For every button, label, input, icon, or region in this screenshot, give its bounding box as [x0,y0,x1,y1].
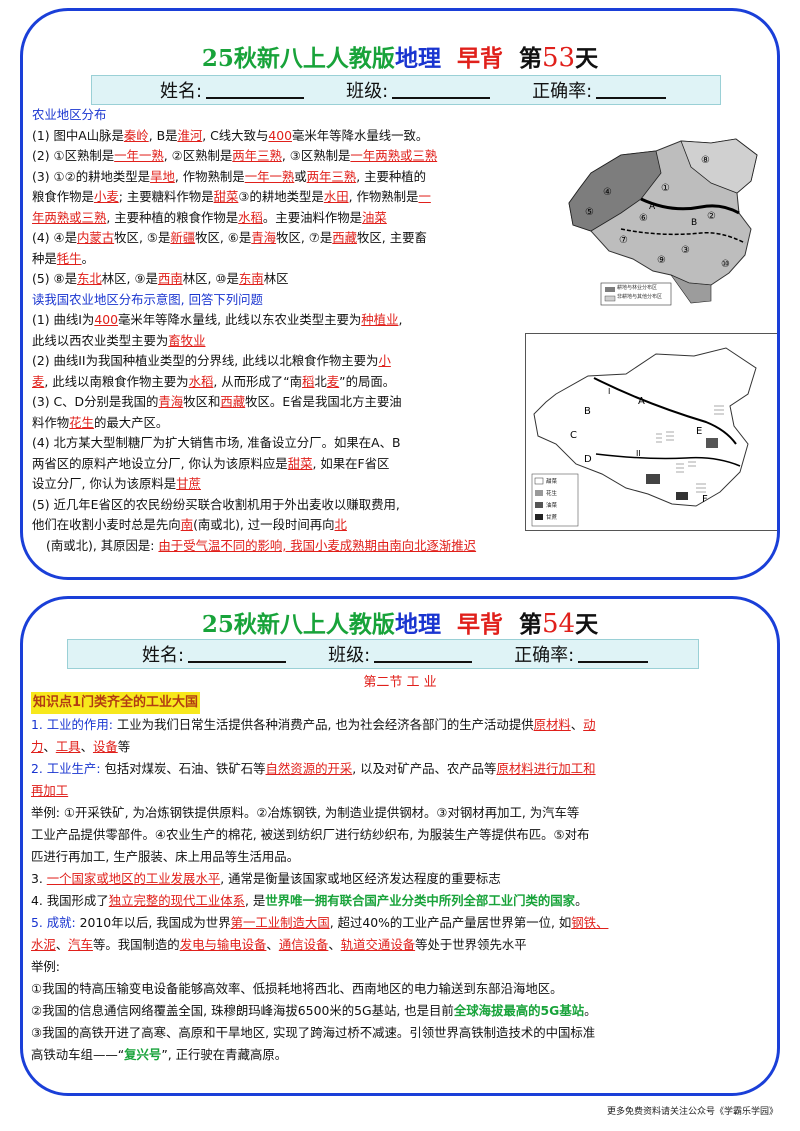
p1-line-2: 此线以西农业类型主要为畜牧业 [32,332,206,348]
map2-legend-3: 油菜 [546,503,558,509]
map1-legend-2: 非耕地与其他分布区 [617,294,663,300]
name-blank[interactable] [188,645,287,663]
e2-line: ②我国的信息通信网络覆盖全国, 珠穆朗玛峰海拔6500米的5G基站, 也是目前全… [31,1003,597,1018]
day54-name-bar: 姓名: 班级: 正确率: [67,639,699,669]
k4-line: 4. 我国形成了独立完整的现代工业体系, 是世界唯一拥有联合国产业分类中所列全部… [31,893,588,908]
rate-blank[interactable] [596,81,667,99]
k5-line-1: 5. 成就: 2010年以后, 我国成为世界第一工业制造大国, 超过40%的工业… [31,915,609,930]
svg-text:II: II [636,449,641,458]
p4-line-2: 两省区的原料产地设立分厂, 你认为该原料应是甜菜, 如果在F省区 [32,455,390,471]
day54-card: 25秋新八上人教版地理 早背 第54天 姓名: 班级: 正确率: 第二节 工 业… [20,596,780,1096]
rate-label: 正确率: [514,645,575,666]
day54-body: 知识点1门类齐全的工业大国 1. 工业的作用: 工业为我们日常生活提供各种消费产… [31,691,777,1066]
ex-line-2: 工业产品提供零部件。④农业生产的棉花, 被送到纺织厂进行纺纱织布, 为服装生产等… [31,827,590,842]
svg-text:F: F [702,494,708,505]
q2-line: (2) ①区熟制是一年一熟, ②区熟制是两年三熟, ③区熟制是一年两熟或三熟 [32,148,438,163]
svg-text:②: ② [707,211,716,222]
svg-text:⑧: ⑧ [701,155,710,166]
map2-legend-1: 甜菜 [546,479,558,485]
k1-line-1: 1. 工业的作用: 工业为我们日常生活提供各种消费产品, 也为社会经济各部门的生… [31,717,596,732]
map2-legend-2: 花生 [546,491,558,497]
svg-text:⑥: ⑥ [639,213,648,224]
p5-line-3: (南或北), 其原因是: 由于受气温不同的影响, 我国小麦成熟期由南向北逐渐推迟 [46,537,477,553]
svg-text:⑨: ⑨ [657,255,666,266]
section-heading: 第二节 工 业 [363,675,437,690]
p5-line-1: (5) 近几年E省区的农民纷纷买联合收割机用于外出麦收以赚取费用, [32,496,400,512]
svg-text:B: B [691,218,697,228]
svg-text:C: C [570,430,577,441]
china-map-shaded-icon: ④ ⑧ ① ⑦ ③ ② ⑩ ⑨ ⑤ ⑥ A B [568,138,758,306]
svg-text:⑦: ⑦ [619,235,628,246]
day54-title: 25秋新八上人教版地理 早背 第54天 [201,609,599,639]
svg-text:①: ① [661,183,670,194]
rate-blank[interactable] [578,645,649,663]
footer-note: 更多免费资料请关注公众号《学霸乐学园》 [606,1107,778,1117]
class-label: 班级: [346,81,389,102]
day53-name-bar: 姓名: 班级: 正确率: [91,75,721,105]
day53-title: 25秋新八上人教版地理 早背 第53天 [201,43,599,73]
svg-text:D: D [584,454,592,465]
q1-line: (1) 图中A山脉是秦岭, B是淮河, C线大致与400毫米年等降水量线一致。 [32,127,429,143]
day53-body: 农业地区分布 (1) 图中A山脉是秦岭, B是淮河, C线大致与400毫米年等降… [32,105,777,556]
p3-line-2: 料作物花生的最大产区。 [32,414,169,430]
ex-line-3: 匹进行再加工, 生产服装、床上用品等生活用品。 [31,849,300,864]
class-blank[interactable] [374,645,473,663]
rate-label: 正确率: [532,81,593,102]
svg-text:A: A [649,202,656,212]
q3-line-1: (3) ①②的耕地类型是旱地, 作物熟制是一年一熟或两年三熟, 主要种植的 [32,168,427,184]
svg-text:④: ④ [603,187,612,198]
p5-line-2: 他们在收割小麦时总是先向南(南或北), 过一段时间再向北 [32,517,347,532]
class-label: 班级: [328,645,371,666]
map2-legend-4: 甘蔗 [546,515,558,521]
p2-line-2: 麦, 此线以南粮食作物主要为水稻, 从而形成了“南稻北麦”的局面。 [32,373,396,389]
svg-text:E: E [696,426,702,437]
name-label: 姓名: [160,81,203,102]
k3-line: 3. 一个国家或地区的工业发展水平, 通常是衡量该国家或地区经济发达程度的重要标… [31,871,501,886]
e3-line-1: ③我国的高铁开进了高寒、高原和干旱地区, 实现了跨海过桥不减速。引领世界高铁制造… [31,1025,596,1040]
china-crop-map-icon: B A C D E F I II [531,347,757,527]
svg-text:B: B [584,406,591,417]
p3-line-1: (3) C、D分别是我国的青海牧区和西藏牧区。E省是我国北方主要油 [32,394,402,409]
q3-line-2: 粮食作物是小麦; 主要糖料作物是甜菜③的耕地类型是水田, 作物熟制是一 [32,189,431,204]
map1-legend-1: 耕地与林业分布区 [617,285,658,291]
k2-line-2: 再加工 [31,783,69,798]
p2-line-1: (2) 曲线II为我国种植业类型的分界线, 此线以北粮食作物主要为小 [32,353,391,368]
svg-text:A: A [638,396,645,407]
section-title-2: 读我国农业地区分布示意图, 回答下列问题 [32,291,263,307]
k2-line-1: 2. 工业生产: 包括对煤炭、石油、铁矿石等自然资源的开采, 以及对矿产品、农产… [31,761,596,776]
k1-line-2: 力、工具、设备等 [31,739,131,754]
example-heading: 举例: [31,959,60,974]
agriculture-map-2: B A C D E F I II 甜菜 花生 油菜 甘蔗 [525,333,777,531]
name-blank[interactable] [206,81,305,99]
k5-line-2: 水泥、汽车等。我国制造的发电与输电设备、通信设备、轨道交通设备等处于世界领先水平 [31,937,527,952]
ex-line-1: 举例: ①开采铁矿, 为冶炼钢铁提供原料。②冶炼钢铁, 为制造业提供钢材。③对钢… [31,805,580,820]
name-label: 姓名: [142,645,185,666]
q5-line: (5) ⑧是东北林区, ⑨是西南林区, ⑩是东南林区 [32,271,289,286]
knowledge-point-title: 知识点1门类齐全的工业大国 [31,692,201,714]
q4-line-2: 种是牦牛。 [32,250,94,266]
e3-line-2: 高铁动车组——“复兴号”, 正行驶在青藏高原。 [31,1047,288,1062]
q4-line-1: (4) ④是内蒙古牧区, ⑤是新疆牧区, ⑥是青海牧区, ⑦是西藏牧区, 主要畜 [32,230,427,245]
svg-text:⑤: ⑤ [585,207,594,218]
e1-line: ①我国的特高压输变电设备能够高效率、低损耗地将西北、西南地区的电力输送到东部沿海… [31,981,563,996]
day53-card: 25秋新八上人教版地理 早背 第53天 姓名: 班级: 正确率: ④ ⑧ ① ⑦… [20,8,780,580]
p1-line-1: (1) 曲线I为400毫米年等降水量线, 此线以东农业类型主要为种植业, [32,312,403,327]
svg-text:③: ③ [681,245,690,256]
q3-line-3: 年两熟或三熟, 主要种植的粮食作物是水稻。主要油料作物是油菜 [32,209,387,225]
svg-text:I: I [608,387,610,396]
svg-text:⑩: ⑩ [721,259,730,270]
section-title-1: 农业地区分布 [32,107,107,122]
agriculture-map-1: ④ ⑧ ① ⑦ ③ ② ⑩ ⑨ ⑤ ⑥ A B 耕地与林业分布区 非耕地与其他分… [561,133,777,311]
p4-line-1: (4) 北方某大型制糖厂为扩大销售市场, 准备设立分厂。如果在A、B [32,435,401,450]
class-blank[interactable] [392,81,491,99]
p4-line-3: 设立分厂, 你认为该原料是甘蔗 [32,476,201,491]
